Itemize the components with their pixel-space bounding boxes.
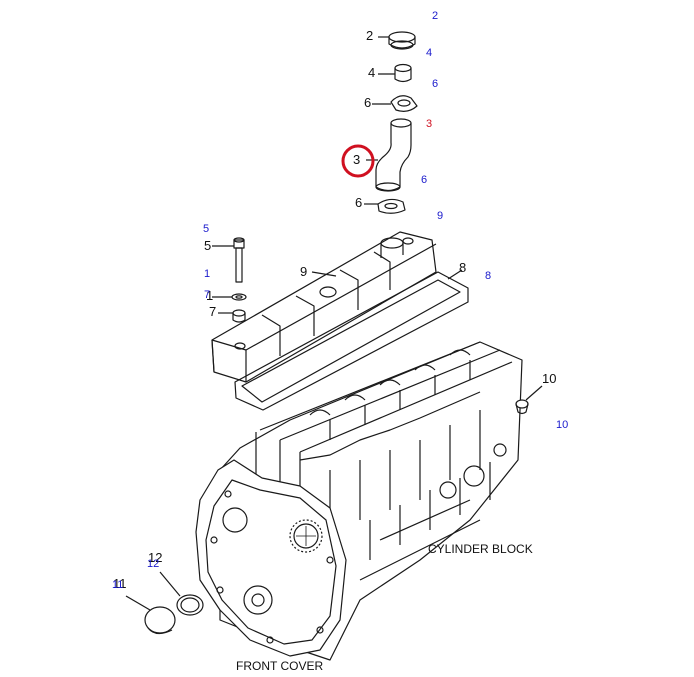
part-cover-plug[interactable] [125, 595, 176, 635]
ref-callout-8[interactable]: 8 [485, 270, 492, 282]
callout-part-6-lower[interactable]: 6 [355, 195, 363, 210]
part-gasket[interactable] [234, 269, 469, 411]
ref-callout-12[interactable]: 12 [147, 558, 160, 570]
front-cover-label: FRONT COVER [236, 659, 324, 673]
ref-callout-4[interactable]: 4 [426, 47, 433, 59]
part-hose[interactable] [366, 118, 412, 192]
callout-part-10[interactable]: 10 [542, 371, 557, 386]
callout-part-8[interactable]: 8 [459, 260, 467, 275]
ref-callout-9[interactable]: 9 [437, 210, 444, 222]
ref-callout-10[interactable]: 10 [556, 419, 569, 431]
callout-part-4[interactable]: 4 [368, 65, 376, 80]
ref-callout-3[interactable]: 3 [426, 118, 433, 130]
part-cap[interactable] [378, 31, 416, 50]
cylinder-block-label: CYLINDER BLOCK [428, 542, 533, 556]
callout-part-9[interactable]: 9 [300, 264, 308, 279]
ref-callout-6b[interactable]: 6 [421, 174, 428, 186]
part-seal[interactable] [159, 571, 204, 616]
callout-part-2[interactable]: 2 [366, 28, 374, 43]
part-valve-cover[interactable] [211, 231, 437, 383]
callout-part-11[interactable]: 11 [113, 576, 127, 591]
callout-part-7[interactable]: 7 [209, 304, 217, 319]
ref-callout-1[interactable]: 1 [204, 268, 211, 280]
ref-callout-6a[interactable]: 6 [432, 78, 439, 90]
part-grommet[interactable] [218, 309, 246, 323]
part-bushing[interactable] [378, 63, 412, 83]
ref-callout-5[interactable]: 5 [203, 223, 210, 235]
part-clamp-upper[interactable] [372, 95, 418, 112]
callout-part-1[interactable]: 1 [206, 288, 214, 303]
ref-callout-11[interactable]: 11 [112, 579, 124, 591]
part-bolt[interactable] [212, 237, 245, 283]
part-washer[interactable] [212, 293, 247, 301]
part-clamp-lower[interactable] [364, 198, 406, 214]
callout-part-5[interactable]: 5 [204, 238, 212, 253]
part-plug[interactable] [515, 385, 543, 415]
highlight-circle [341, 144, 375, 178]
ref-callout-2[interactable]: 2 [432, 10, 439, 22]
callout-part-3[interactable]: 3 [353, 152, 361, 167]
front-cover [195, 459, 347, 657]
callout-part-6-upper[interactable]: 6 [364, 95, 372, 110]
callout-part-12[interactable]: 12 [148, 550, 163, 565]
ref-callout-7[interactable]: 7 [204, 289, 211, 301]
